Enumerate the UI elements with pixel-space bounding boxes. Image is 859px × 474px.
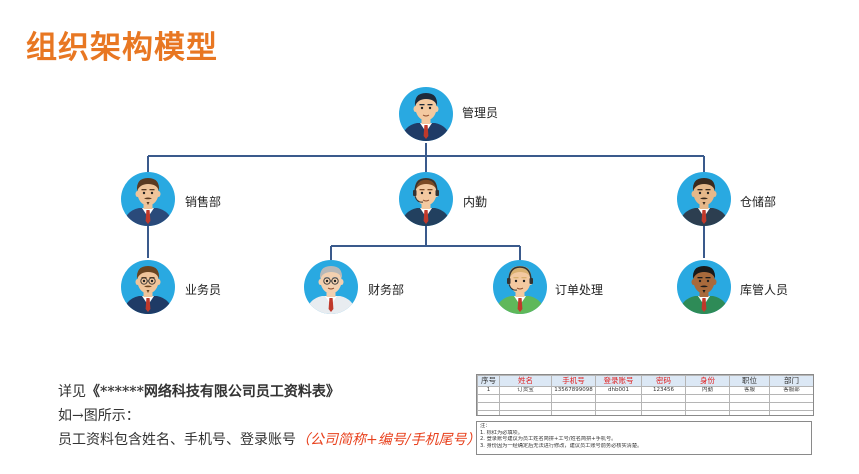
sheet-header-cell: 密码 xyxy=(641,375,686,387)
avatar-warehouse-keeper xyxy=(677,260,731,314)
sheet-header-cell: 序号 xyxy=(477,375,500,387)
avatar-storage xyxy=(677,172,731,226)
sheet-cell xyxy=(499,394,552,403)
table-row-empty xyxy=(477,402,813,411)
sheet-note-line: 1. 标红为必填项。 xyxy=(480,429,523,436)
sheet-header-cell: 身份 xyxy=(685,375,730,387)
table-row-empty xyxy=(477,410,813,415)
avatar-orders xyxy=(493,260,547,314)
sheet-cell: 123456 xyxy=(641,386,686,395)
node-label-storage: 仓储部 xyxy=(740,195,777,209)
sheet-cell xyxy=(595,402,642,411)
avatar-internal xyxy=(399,172,453,226)
sheet-cell xyxy=(551,394,596,403)
sheet-cell xyxy=(729,410,770,415)
node-label-warehouse-keeper: 库管人员 xyxy=(740,283,789,297)
sheet-cell xyxy=(477,410,500,415)
sheet-cell xyxy=(551,402,596,411)
avatar-salesman xyxy=(121,260,175,314)
sheet-header-cell: 部门 xyxy=(769,375,813,387)
sheet-note-line: 2. 登录账号建议为员工姓名简拼+工号/姓名简拼+手机号。 xyxy=(480,436,617,442)
detail-fields: 员工资料包含姓名、手机号、登录账号 xyxy=(58,432,296,448)
sheet-header-cell: 登录账号 xyxy=(595,375,642,387)
sheet-cell xyxy=(499,410,552,415)
sheet-header-cell: 手机号 xyxy=(551,375,596,387)
sheet-cell: 13567899098 xyxy=(551,386,596,395)
sheet-cell xyxy=(685,394,730,403)
avatar-admin xyxy=(399,87,453,141)
sheet-cell: 内勤 xyxy=(685,386,730,395)
node-label-internal: 内勤 xyxy=(463,195,488,209)
sheet-note-line: 3. 身份因为一经确定后无法进行修改，建议员工账号前务必核实清楚。 xyxy=(480,442,643,449)
sheet-cell xyxy=(769,410,813,415)
table-row-empty xyxy=(477,394,813,403)
node-label-finance: 财务部 xyxy=(368,283,405,297)
sheet-note-line: 注： xyxy=(480,423,491,429)
sheet-cell xyxy=(729,402,770,411)
detail-account-format: （公司简称+编号/手机尾号） xyxy=(296,432,481,448)
detail-doc-name: 《******网络科技有限公司员工资料表》 xyxy=(86,384,340,400)
node-label-admin: 管理员 xyxy=(462,106,499,120)
sheet-cell xyxy=(477,394,500,403)
sheet-header-cell: 姓名 xyxy=(499,375,552,387)
detail-line-3: 员工资料包含姓名、手机号、登录账号（公司简称+编号/手机尾号）等； xyxy=(58,429,508,449)
avatar-sales xyxy=(121,172,175,226)
sheet-header-cell: 职位 xyxy=(729,375,770,387)
sheet-cell: 客服 xyxy=(729,386,770,395)
sheet-cell xyxy=(595,410,642,415)
node-label-salesman: 业务员 xyxy=(185,283,222,297)
sheet-cell xyxy=(685,410,730,415)
sheet-cell: dhb001 xyxy=(595,386,642,395)
page-title: 组织架构模型 xyxy=(26,30,218,66)
sheet-cell: 客服部 xyxy=(769,386,813,395)
sheet-cell xyxy=(477,402,500,411)
sheet-cell xyxy=(769,394,813,403)
org-connectors xyxy=(147,143,705,260)
sheet-cell xyxy=(551,410,596,415)
detail-prefix: 详见 xyxy=(58,384,86,400)
sheet-cell xyxy=(729,394,770,403)
sheet-cell xyxy=(595,394,642,403)
sheet-cell xyxy=(685,402,730,411)
sheet-cell: 1 xyxy=(477,386,500,395)
detail-line-2: 如→图所示： xyxy=(58,408,140,424)
node-label-orders: 订单处理 xyxy=(555,283,604,297)
sheet-notes: 注：1. 标红为必填项。2. 登录账号建议为员工姓名简拼+工号/姓名简拼+手机号… xyxy=(476,421,812,455)
sheet-cell xyxy=(641,394,686,403)
avatar-finance xyxy=(304,260,358,314)
node-label-sales: 销售部 xyxy=(185,195,222,209)
sheet-cell xyxy=(769,402,813,411)
sheet-cell xyxy=(499,402,552,411)
detail-line-1: 详见《******网络科技有限公司员工资料表》 xyxy=(58,381,340,401)
sheet-cell xyxy=(641,410,686,415)
sheet-cell xyxy=(641,402,686,411)
sheet-cell: 订货宝 xyxy=(499,386,552,395)
